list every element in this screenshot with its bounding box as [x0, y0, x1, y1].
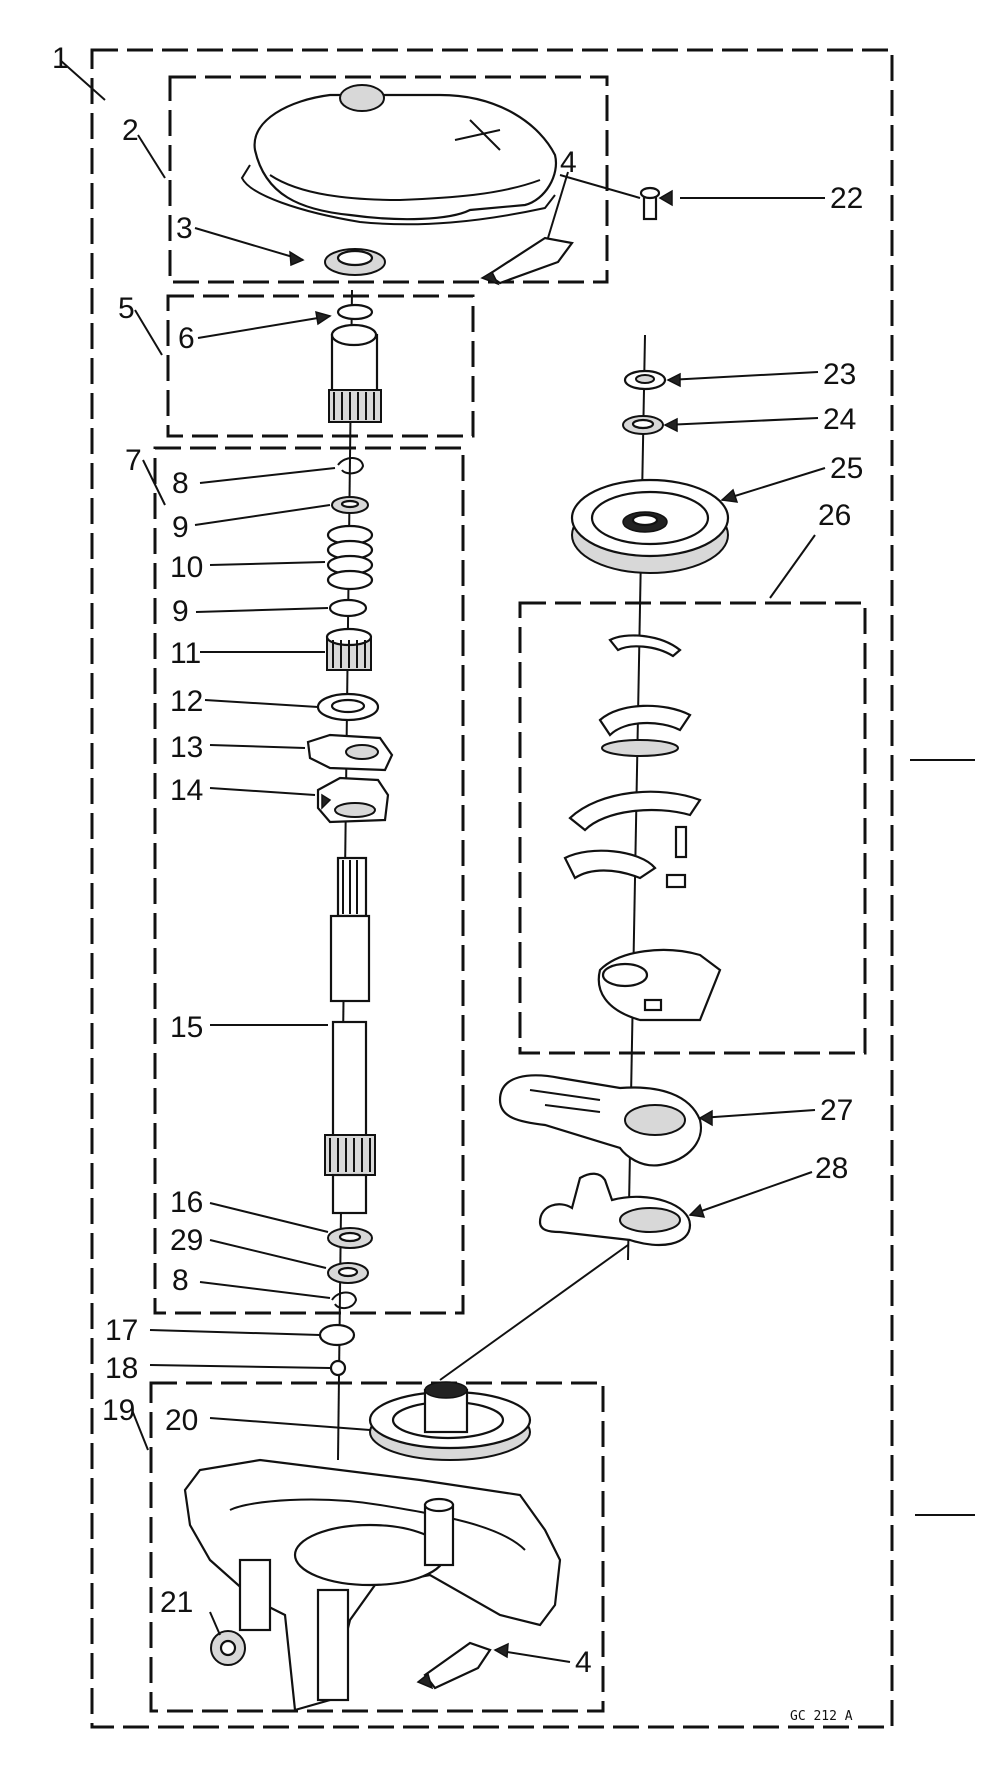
screw-22-icon: [639, 186, 661, 221]
callout-9-top: 9: [172, 511, 189, 544]
assembly-2-frame: [168, 75, 609, 284]
washer-9-bottom-icon: [328, 598, 368, 618]
shaft-upper-icon: [329, 856, 371, 1003]
drive-gear-20-icon: [368, 1381, 532, 1461]
callout-19: 19: [102, 1394, 135, 1427]
callout-10: 10: [170, 551, 203, 584]
grease-tube-bottom-icon: [416, 1641, 492, 1690]
callout-11: 11: [170, 637, 201, 670]
clip-8-bottom-icon: [331, 1291, 358, 1310]
washer-23-icon: [623, 369, 667, 391]
seal-3-icon: [324, 248, 386, 276]
shaft-15-icon: [324, 1020, 376, 1215]
foot-21-icon: [210, 1630, 246, 1666]
spring-10-icon: [326, 524, 374, 591]
callout-24: 24: [823, 403, 856, 436]
callout-29: 29: [170, 1224, 203, 1257]
gearcase-cover-icon: [240, 84, 558, 226]
callout-13: 13: [170, 731, 203, 764]
callout-22: 22: [830, 182, 863, 215]
assembly-1-frame: [90, 48, 894, 1729]
callout-23: 23: [823, 358, 856, 391]
callout-14: 14: [170, 774, 203, 807]
washer-9-top-icon: [331, 496, 369, 514]
callout-3: 3: [176, 212, 193, 245]
callout-9-bottom: 9: [172, 595, 189, 628]
callout-1: 1: [52, 42, 69, 75]
shifter-28-icon: [538, 1172, 692, 1247]
housing-14-icon: [316, 776, 390, 824]
callout-7: 7: [125, 444, 142, 477]
callout-12: 12: [170, 685, 203, 718]
grease-tube-icon: [480, 236, 574, 286]
lever-27-icon: [498, 1074, 703, 1167]
washer-12-icon: [316, 692, 380, 722]
callout-17: 17: [105, 1314, 138, 1347]
callout-15: 15: [170, 1011, 203, 1044]
pinion-6-icon: [328, 303, 382, 423]
assembly-7-frame: [153, 446, 465, 1315]
callout-28: 28: [815, 1152, 848, 1185]
callout-16: 16: [170, 1186, 203, 1219]
callout-26: 26: [818, 499, 851, 532]
washer-24-icon: [622, 415, 664, 435]
callout-5: 5: [118, 292, 135, 325]
callout-18: 18: [105, 1352, 138, 1385]
ball-18-icon: [329, 1359, 347, 1377]
bearing-11-icon: [325, 627, 373, 671]
assembly-26-frame: [518, 601, 867, 1055]
leader-lines: [59, 59, 826, 1663]
callout-6: 6: [178, 322, 195, 355]
clutch-26-icon: [563, 634, 722, 1022]
callout-4-top: 4: [560, 146, 577, 179]
washer-29-icon: [327, 1262, 369, 1284]
drawing-code: GC 212 A: [790, 1709, 853, 1724]
callout-4-bottom: 4: [575, 1646, 592, 1679]
assembly-19-frame: [149, 1381, 605, 1713]
housing-13-icon: [306, 733, 394, 772]
clip-8-top-icon: [337, 457, 365, 475]
callout-20: 20: [165, 1404, 198, 1437]
gear-link-line: [439, 1244, 629, 1381]
callout-8-bottom: 8: [172, 1264, 189, 1297]
callout-2: 2: [122, 114, 139, 147]
drive-gear-icon: [570, 478, 730, 574]
callout-8-top: 8: [172, 467, 189, 500]
cap-17-icon: [318, 1323, 356, 1347]
gearcase-base-icon: [183, 1458, 562, 1712]
assembly-5-frame: [166, 294, 475, 438]
callout-21: 21: [160, 1586, 193, 1619]
washer-16-icon: [327, 1227, 373, 1249]
callout-25: 25: [830, 452, 863, 485]
callout-27: 27: [820, 1094, 853, 1127]
